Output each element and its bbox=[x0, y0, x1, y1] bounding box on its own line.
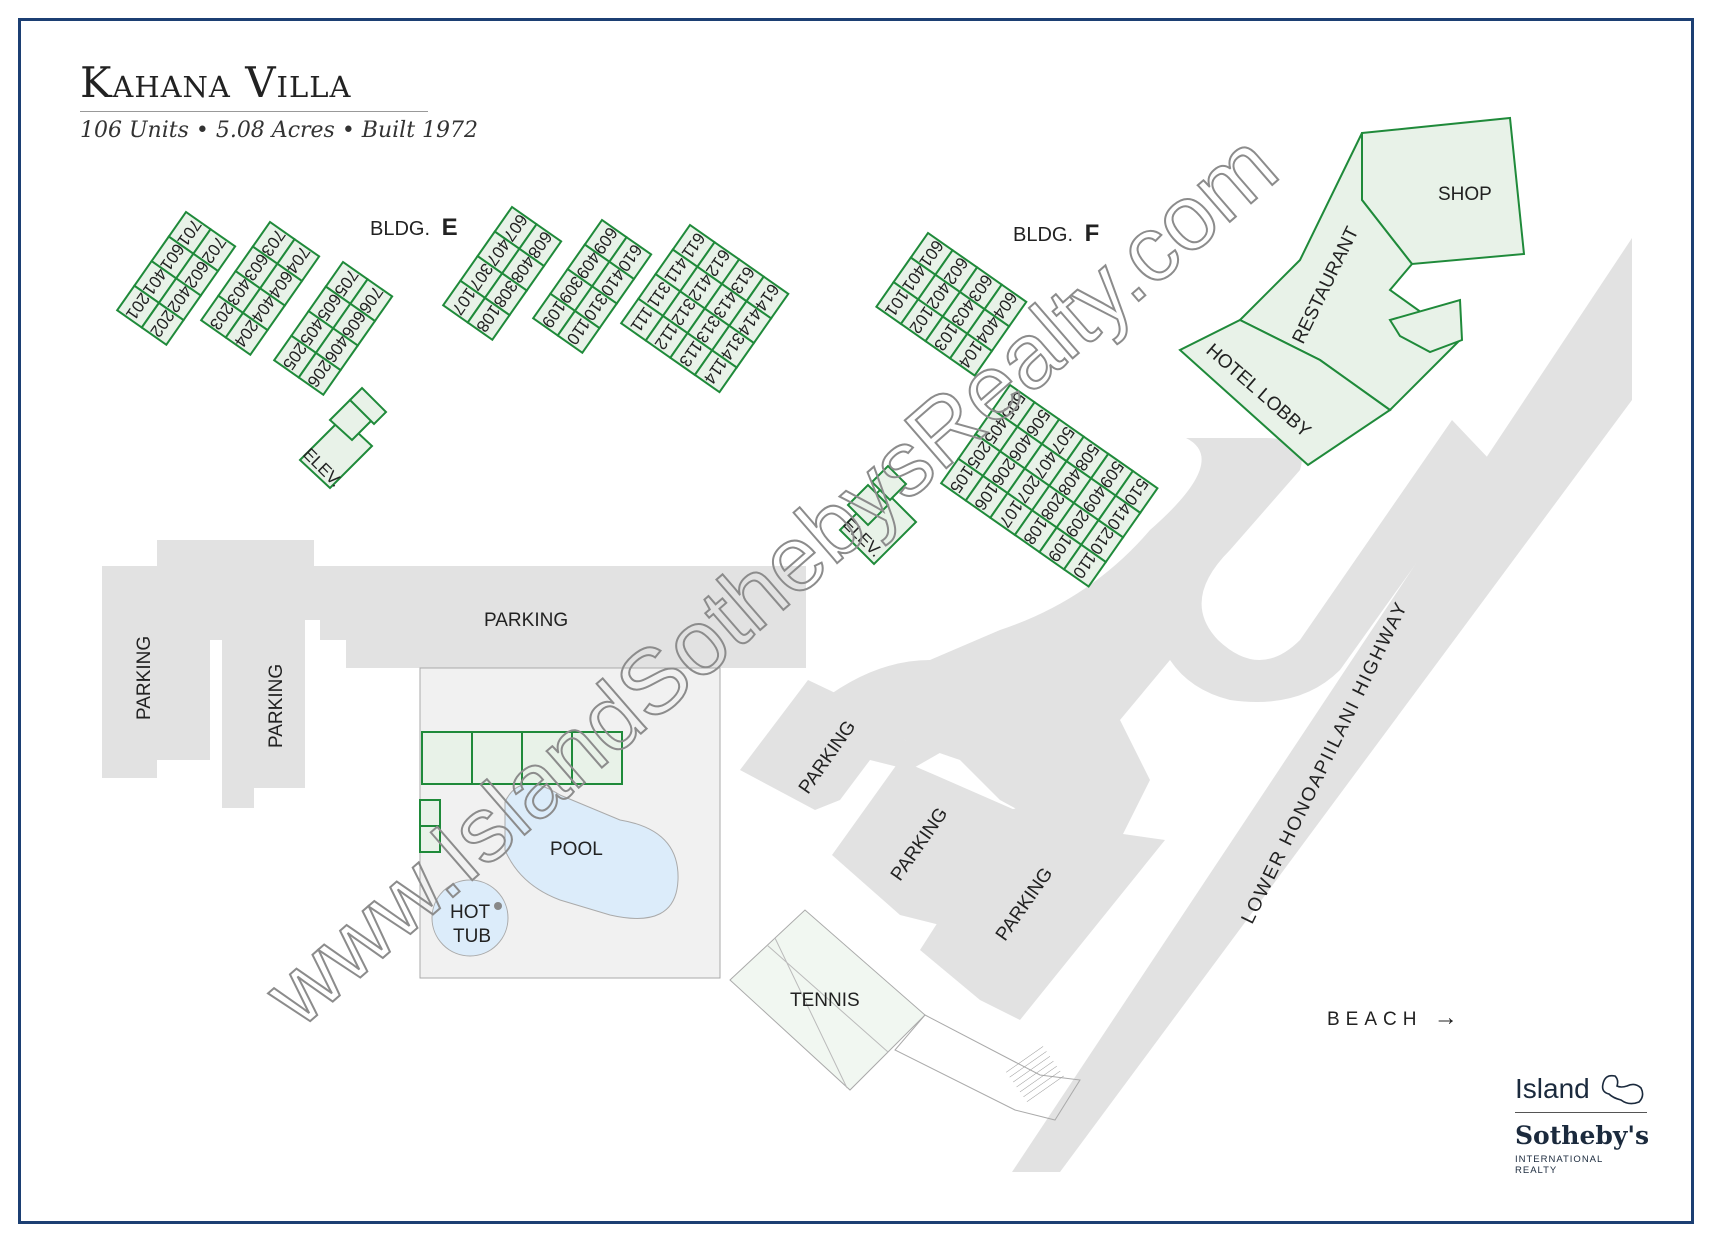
bldg-e-f-strip: 6114113111116124123121126134133131136144… bbox=[619, 223, 790, 394]
beach-direction: BEACH → bbox=[1327, 1004, 1458, 1032]
unit-cell[interactable] bbox=[1062, 543, 1108, 588]
sothebys-logo: Island Sotheby's INTERNATIONAL REALTY bbox=[1515, 1072, 1650, 1176]
beach-label: BEACH bbox=[1327, 1009, 1423, 1030]
elevator-e bbox=[298, 386, 388, 490]
title-rule bbox=[80, 111, 428, 112]
logo-sothebys-text: Sotheby's bbox=[1515, 1121, 1650, 1150]
unit-cell[interactable] bbox=[948, 332, 994, 377]
unit-cell[interactable] bbox=[224, 311, 269, 357]
page-title: Kahana Villa bbox=[80, 58, 352, 107]
parking-label-left: PARKING bbox=[134, 636, 155, 720]
driveway-loop bbox=[810, 420, 1490, 860]
parking-lot-lower bbox=[920, 800, 1165, 1020]
unit-cell[interactable] bbox=[466, 296, 511, 342]
pool bbox=[504, 783, 679, 919]
map-header: Kahana Villa 106 Units • 5.08 Acres • Bu… bbox=[80, 58, 478, 143]
hot-tub-label-2: TUB bbox=[453, 926, 491, 947]
building-f-letter: F bbox=[1085, 220, 1100, 247]
hot-tub bbox=[431, 879, 509, 957]
logo-international-text: INTERNATIONAL REALTY bbox=[1515, 1154, 1603, 1176]
restaurant-building bbox=[1238, 132, 1462, 412]
parking-lot-mid bbox=[740, 680, 945, 810]
building-e-label: BLDG. E bbox=[370, 214, 458, 241]
logo-island-text: Island bbox=[1515, 1073, 1590, 1104]
page-subtitle: 106 Units • 5.08 Acres • Built 1972 bbox=[80, 118, 479, 143]
building-e-letter: E bbox=[442, 214, 458, 241]
poolside-cabanas bbox=[419, 731, 623, 853]
pool-label: POOL bbox=[550, 839, 603, 860]
parking-label-left2: PARKING bbox=[266, 664, 287, 748]
hotel-lobby-building bbox=[1178, 318, 1392, 467]
building-f-label: BLDG. F bbox=[1013, 220, 1099, 247]
maui-island-icon bbox=[1601, 1074, 1644, 1105]
restaurant-annex bbox=[1388, 298, 1464, 354]
building-f: 6014011016024021026034031036044041045054… bbox=[874, 231, 1159, 588]
hot-tub-jet bbox=[494, 902, 502, 910]
parking-lot-mid2 bbox=[832, 760, 1015, 925]
unit-cell[interactable] bbox=[140, 301, 185, 347]
elevator-f bbox=[838, 464, 918, 566]
arrow-right-icon: → bbox=[1433, 1004, 1458, 1031]
unit-cell[interactable] bbox=[556, 309, 601, 355]
shop-label: SHOP bbox=[1438, 184, 1492, 205]
stairs bbox=[1005, 1045, 1066, 1105]
building-e: 7016014012017026024022027036034032037046… bbox=[115, 205, 790, 397]
parking-lot-main bbox=[102, 540, 806, 808]
logo-divider bbox=[1515, 1112, 1647, 1113]
unit-cell[interactable] bbox=[693, 348, 739, 394]
parking-label-top: PARKING bbox=[484, 610, 568, 631]
unit-cell[interactable] bbox=[297, 351, 342, 397]
bldg-f-lower-strip: 5054052051055064062061065074072071075084… bbox=[939, 383, 1159, 588]
hot-tub-label-1: HOT bbox=[450, 902, 491, 923]
building-f-prefix: BLDG. bbox=[1013, 224, 1073, 246]
tennis-label: TENNIS bbox=[790, 990, 860, 1011]
building-e-prefix: BLDG. bbox=[370, 218, 430, 240]
